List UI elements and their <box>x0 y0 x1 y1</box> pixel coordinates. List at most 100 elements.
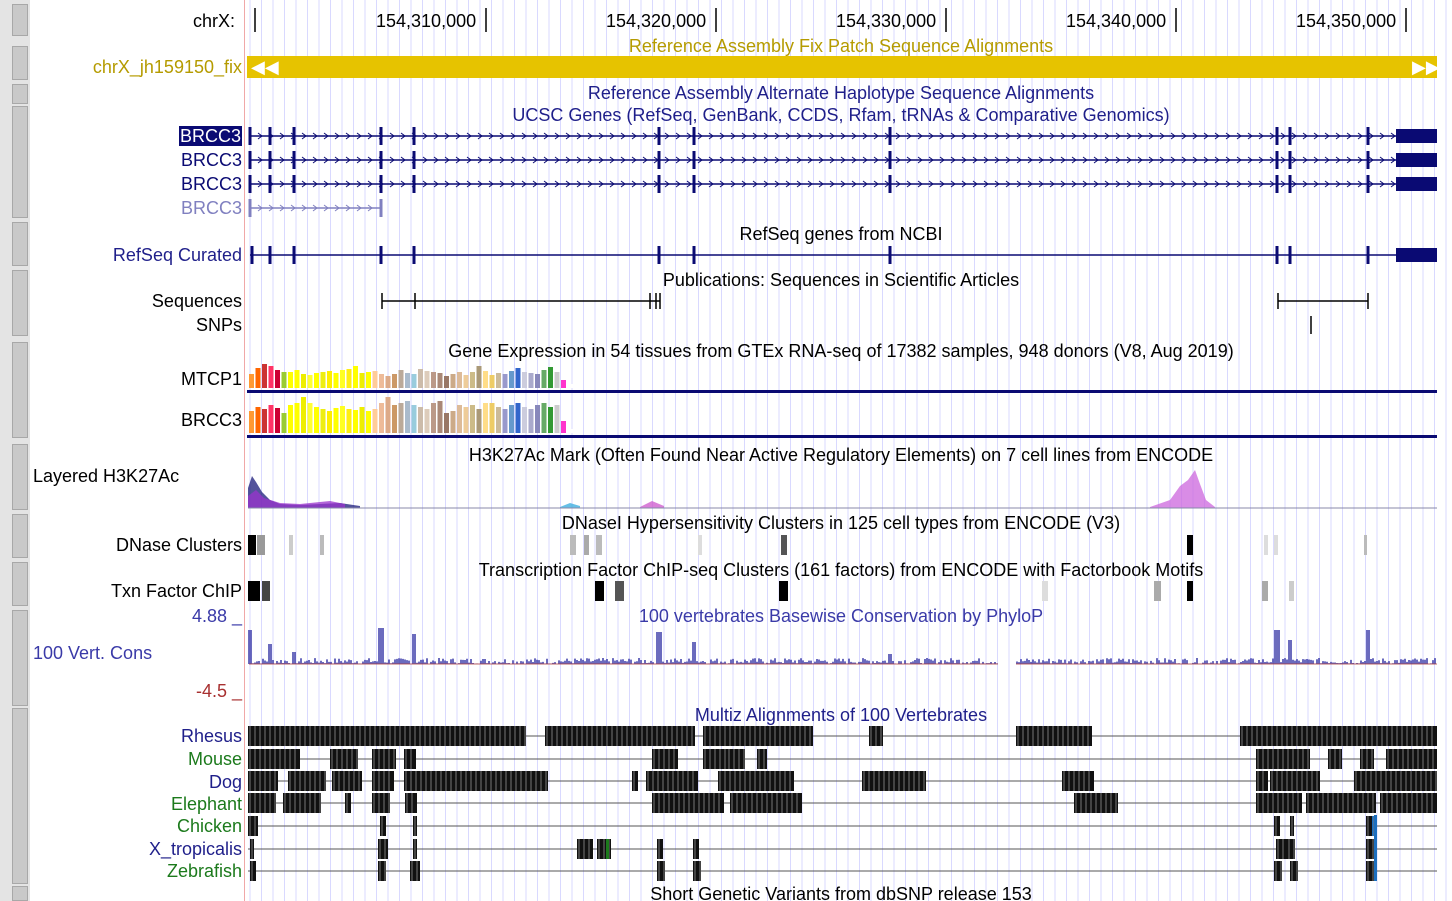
gtex-gene-label-brcc3[interactable]: BRCC3 <box>180 410 242 430</box>
gtex-mtcp1-bar <box>509 371 514 388</box>
gtex-gene-label-mtcp1[interactable]: MTCP1 <box>180 369 242 389</box>
txn-factor-cluster <box>262 581 270 601</box>
ucsc-gene-1-strand-arrow <box>587 132 593 140</box>
ucsc-gene-3-strand-arrow <box>554 180 560 188</box>
species-label-rhesus[interactable]: Rhesus <box>180 726 242 746</box>
ucsc-gene-2-strand-arrow <box>1049 156 1055 164</box>
multiz-chicken-block <box>380 816 386 836</box>
gtex-mtcp1-bar <box>450 374 456 388</box>
ucsc-gene-3-strand-arrow <box>334 180 340 188</box>
ucsc-gene-3-strand-arrow <box>774 180 780 188</box>
ucsc-gene-1-strand-arrow <box>774 132 780 140</box>
ucsc-gene-3-strand-arrow <box>752 180 758 188</box>
ucsc-gene-3-strand-arrow <box>1302 180 1308 188</box>
ucsc-gene-2-exon <box>379 151 383 169</box>
txn-factor-label[interactable]: Txn Factor ChIP <box>110 581 242 601</box>
ucsc-gene-2-strand-arrow <box>433 156 439 164</box>
gtex-track-button[interactable] <box>12 342 28 438</box>
ucsc-gene-3-strand-arrow <box>1280 180 1286 188</box>
species-label-chicken[interactable]: Chicken <box>176 816 242 836</box>
ucsc-gene-2-strand-arrow <box>675 156 681 164</box>
ucsc-gene-3-strand-arrow <box>785 180 791 188</box>
ucsc-gene-2-exon <box>1288 151 1292 169</box>
ucsc-gene-3-strand-arrow <box>1060 180 1066 188</box>
species-label-dog[interactable]: Dog <box>208 772 242 792</box>
gene-label-brcc3[interactable]: BRCC3 <box>180 150 242 170</box>
refseq-track-button[interactable] <box>12 222 28 266</box>
publications-track-button[interactable] <box>12 270 28 336</box>
gene-label-brcc3[interactable]: BRCC3 <box>180 198 242 218</box>
species-label-x-tropicalis[interactable]: X_tropicalis <box>148 839 242 859</box>
conservation-label[interactable]: 100 Vert. Cons <box>33 643 153 663</box>
ucsc-gene-1-strand-arrow <box>466 132 472 140</box>
publications-sequences-label[interactable]: Sequences <box>151 291 242 311</box>
ucsc-gene-2-strand-arrow <box>488 156 494 164</box>
track-graphics[interactable]: ◀◀▶▶ <box>245 0 1452 901</box>
species-label-elephant[interactable]: Elephant <box>170 794 242 814</box>
ucsc-gene-2-strand-arrow <box>1280 156 1286 164</box>
fix-patch-track-button[interactable] <box>12 46 28 80</box>
chrom-label: chrX: <box>193 11 236 31</box>
dbsnp-track-button[interactable] <box>12 886 28 901</box>
gtex-brcc3-bar <box>496 407 501 433</box>
alt-haplotype-track-button[interactable] <box>12 84 28 104</box>
ucsc-gene-2-exon <box>292 151 296 169</box>
ucsc-gene-2-strand-arrow <box>1225 156 1231 164</box>
txn-factor-track-button[interactable] <box>12 562 28 606</box>
dnase-label[interactable]: DNase Clusters <box>115 535 242 555</box>
ucsc-gene-4-strand-arrow <box>279 204 285 212</box>
gtex-brcc3-bar <box>567 429 573 433</box>
ucsc-gene-4-strand-arrow <box>356 204 362 212</box>
ucsc-gene-2-strand-arrow <box>389 156 395 164</box>
ucsc-gene-1-strand-arrow <box>1335 132 1341 140</box>
dnase-cluster <box>1187 535 1193 555</box>
ucsc-gene-3-strand-arrow <box>862 180 868 188</box>
ucsc-gene-3-strand-arrow <box>598 180 604 188</box>
gtex-brcc3-bar <box>353 410 358 433</box>
ucsc-gene-2-strand-arrow <box>499 156 505 164</box>
label-separator <box>244 0 245 901</box>
gtex-mtcp1-gene-span <box>247 390 1437 393</box>
gtex-mtcp1-bar <box>411 374 417 388</box>
species-label-zebrafish[interactable]: Zebrafish <box>166 861 242 881</box>
ucsc-gene-1-strand-arrow <box>1247 132 1253 140</box>
h3k27ac-label[interactable]: Layered H3K27Ac <box>33 466 180 486</box>
gtex-mtcp1-bar <box>359 373 365 388</box>
ruler-tick-label: 154,310,000 <box>376 11 477 31</box>
dnase-track-button[interactable] <box>12 514 28 558</box>
gtex-brcc3-gene-span <box>247 435 1437 438</box>
species-label-mouse[interactable]: Mouse <box>187 749 242 769</box>
ruler-tick-label: 154,320,000 <box>606 11 707 31</box>
fix-patch-label[interactable]: chrX_jh159150_fix <box>92 57 242 77</box>
txn-factor-cluster <box>615 581 624 601</box>
gene-label-brcc3-selected[interactable]: BRCC3 <box>178 126 242 146</box>
gtex-mtcp1-bar <box>567 384 573 388</box>
ucsc-gene-2-strand-arrow <box>312 156 318 164</box>
refseq-label[interactable]: RefSeq Curated <box>112 245 242 265</box>
ucsc-gene-3-strand-arrow <box>697 180 703 188</box>
refseq-gene-exon <box>1288 246 1292 264</box>
conservation-track-button[interactable] <box>12 610 28 706</box>
ruler-track-button[interactable] <box>12 4 28 36</box>
publications-snps-label[interactable]: SNPs <box>195 315 242 335</box>
ucsc-gene-3-exon <box>412 175 416 193</box>
dnase-cluster <box>570 535 576 555</box>
refseq-gene-exon <box>250 246 254 264</box>
ucsc-gene-3-strand-arrow <box>1071 180 1077 188</box>
ucsc-gene-2-strand-arrow <box>1060 156 1066 164</box>
h3k27ac-track-button[interactable] <box>12 444 28 510</box>
ucsc-gene-2-strand-arrow <box>323 156 329 164</box>
multiz-dog-block <box>1270 771 1320 791</box>
gene-label-brcc3[interactable]: BRCC3 <box>180 174 242 194</box>
gtex-brcc3-bar <box>275 408 280 433</box>
ucsc-gene-4-strand-arrow <box>257 204 263 212</box>
gtex-brcc3-bar <box>431 403 436 433</box>
ucsc-genes-track-button[interactable] <box>12 106 28 218</box>
gtex-mtcp1-bar <box>372 371 378 388</box>
gtex-mtcp1-bar <box>340 370 345 388</box>
multiz-title: Multiz Alignments of 100 Vertebrates <box>694 705 988 725</box>
gtex-mtcp1-bar <box>366 372 371 388</box>
multiz-track-button[interactable] <box>12 708 28 884</box>
ucsc-gene-1-strand-arrow <box>433 132 439 140</box>
